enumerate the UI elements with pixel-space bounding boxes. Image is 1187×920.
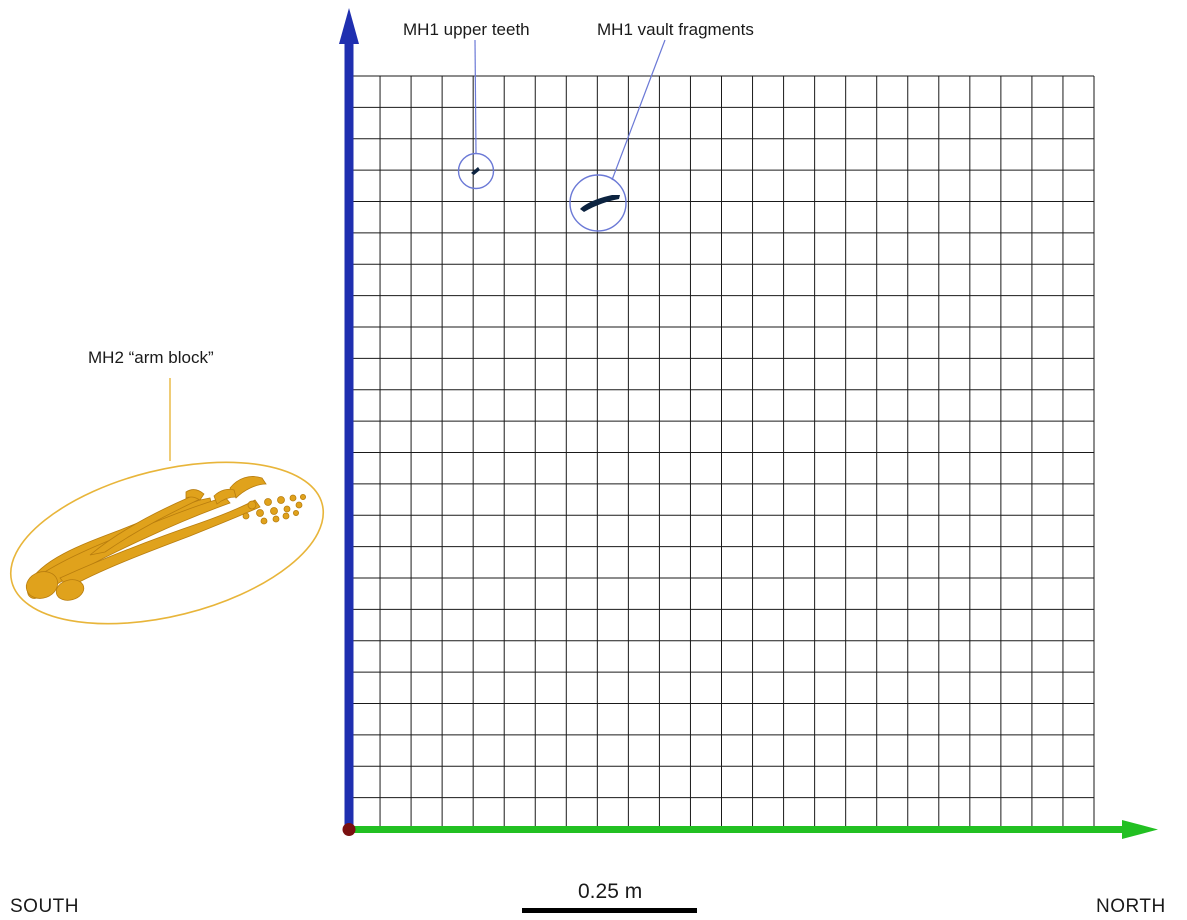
- mh2-arm-block-specimen: [25, 476, 306, 601]
- origin-marker: [342, 823, 356, 836]
- mh2-arm-block-callout: [9, 378, 325, 625]
- vertical-axis-arrow: [339, 8, 359, 830]
- mh1-vault-fragments-callout: [569, 39, 666, 232]
- mh1-vault-fragments-label: MH1 vault fragments: [597, 20, 754, 39]
- mh1-vault-fragments-specimen: [580, 195, 620, 212]
- scale-bar: [522, 908, 697, 913]
- north-direction-label: NORTH: [1096, 896, 1166, 917]
- mh1-upper-teeth-callout: [457, 39, 495, 190]
- excavation-grid: [348, 75, 1095, 830]
- mh1-upper-teeth-label: MH1 upper teeth: [403, 20, 530, 39]
- mh2-arm-block-label: MH2 “arm block”: [88, 348, 214, 367]
- mh1-upper-teeth-specimen: [471, 167, 480, 175]
- south-direction-label: SOUTH: [10, 896, 79, 917]
- horizontal-axis-arrow: [349, 820, 1158, 839]
- scale-bar-label: 0.25 m: [578, 880, 643, 903]
